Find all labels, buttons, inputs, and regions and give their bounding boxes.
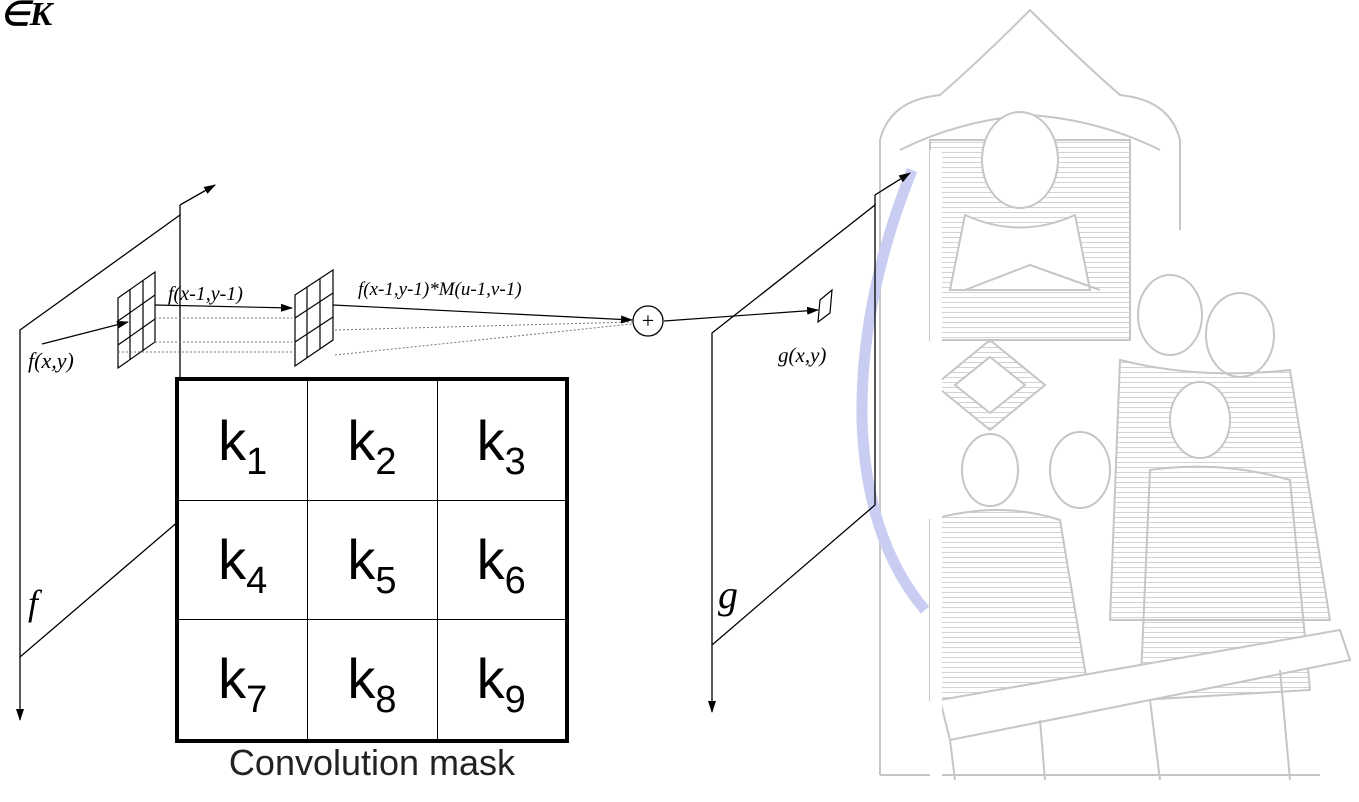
label-f-shift: f(x-1,y-1) [168, 283, 243, 305]
mask-cell: k2 [306, 378, 438, 502]
output-pixel [817, 288, 833, 324]
pixel-pointer-arrow [41, 320, 129, 345]
mask-cell: k8 [306, 618, 438, 742]
label-g-xy: g(x,y) [778, 343, 826, 367]
mask-cell: k3 [436, 378, 568, 502]
mask-cell: k1 [176, 378, 308, 502]
input-neighborhood-grid [117, 270, 156, 370]
product-arrow [332, 304, 633, 324]
mask-cell: k4 [176, 500, 308, 620]
projection-lines [118, 317, 633, 356]
shift-arrow [154, 303, 293, 312]
label-product: f(x-1,y-1)*M(u-1,v-1) [358, 279, 522, 300]
label-f: f [28, 583, 43, 623]
sum-symbol: + [642, 308, 654, 333]
watermark-arc [856, 167, 930, 614]
mask-caption: Convolution mask [228, 742, 516, 783]
sum-node [632, 305, 664, 337]
mask-grid-icon [294, 268, 334, 368]
sum-output-arrow [663, 306, 819, 322]
label-g: g [718, 572, 738, 617]
mask-cell: k5 [306, 500, 438, 620]
mask-cell: k9 [436, 618, 568, 742]
mask-cell: k7 [176, 618, 308, 742]
label-f-xy: f(x,y) [28, 348, 74, 373]
mask-cell: k6 [436, 500, 568, 620]
output-image-plane [708, 172, 911, 713]
corner-formula-text: ∈K [0, 0, 53, 33]
convolution-mask-table: k1 k2 k3 k4 k5 k6 k7 k8 k9 [175, 377, 569, 743]
university-seal-watermark [879, 8, 1352, 781]
